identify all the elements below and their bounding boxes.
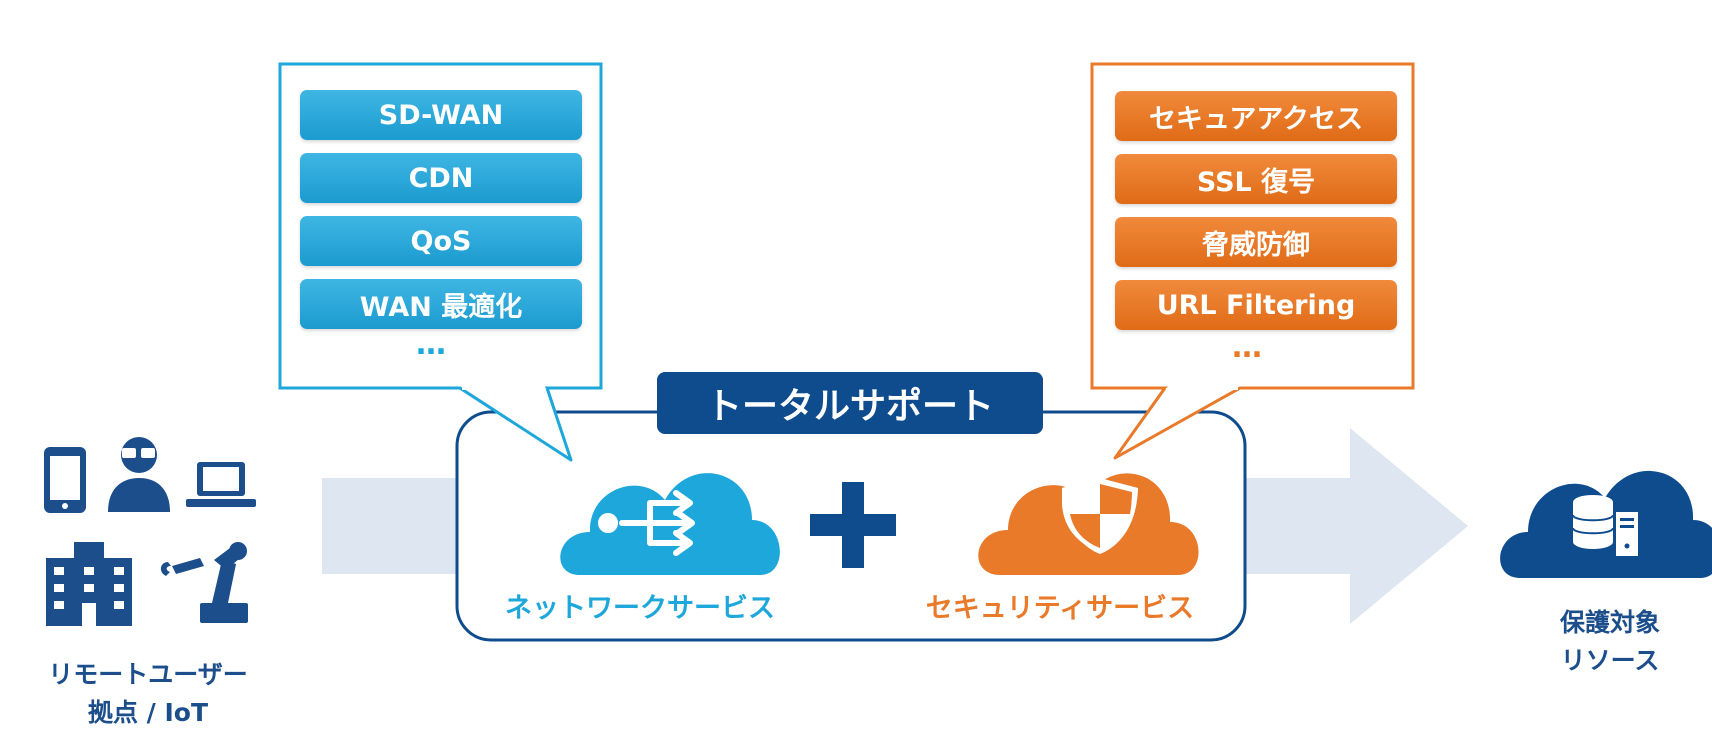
network-ellipsis: … xyxy=(416,327,452,362)
laptop-icon xyxy=(186,462,256,507)
security-item-threat-prevention: 脅威防御 xyxy=(1115,217,1397,267)
protected-resources-label-line1: 保護対象 xyxy=(1559,608,1660,637)
network-item-cdn: CDN xyxy=(300,153,582,203)
flow-band-left xyxy=(322,478,482,574)
cloud-shield-icon xyxy=(978,473,1199,575)
security-item-url-filtering: URL Filtering xyxy=(1115,280,1397,330)
remote-users-label: リモートユーザー 拠点 / IoT xyxy=(18,656,278,732)
total-support-banner: トータルサポート xyxy=(657,372,1043,434)
security-ellipsis: … xyxy=(1232,330,1268,365)
network-item-sd-wan: SD-WAN xyxy=(300,90,582,140)
network-item-qos: QoS xyxy=(300,216,582,266)
protected-resources-label-line2: リソース xyxy=(1560,646,1660,675)
network-item-wan-optimization: WAN 最適化 xyxy=(300,279,582,329)
cloud-database-icon xyxy=(1500,470,1712,578)
protected-resources-label: 保護対象 リソース xyxy=(1500,604,1712,680)
network-service-label: ネットワークサービス xyxy=(505,593,775,624)
flow-arrow xyxy=(1228,428,1468,624)
security-callout-tail xyxy=(1113,386,1241,460)
smartphone-icon xyxy=(44,447,86,513)
plus-icon xyxy=(810,482,896,568)
security-item-secure-access: セキュアアクセス xyxy=(1115,91,1397,141)
network-callout-tail xyxy=(459,386,573,462)
security-item-ssl-decryption: SSL 復号 xyxy=(1115,154,1397,204)
remote-users-label-line1: リモートユーザー xyxy=(48,660,248,689)
remote-users-label-line2: 拠点 / IoT xyxy=(87,698,209,727)
building-icon xyxy=(46,542,132,626)
security-service-label: セキュリティサービス xyxy=(925,593,1195,624)
user-icon xyxy=(108,437,170,512)
robot-arm-icon xyxy=(160,542,248,623)
cloud-network-icon xyxy=(560,473,780,575)
